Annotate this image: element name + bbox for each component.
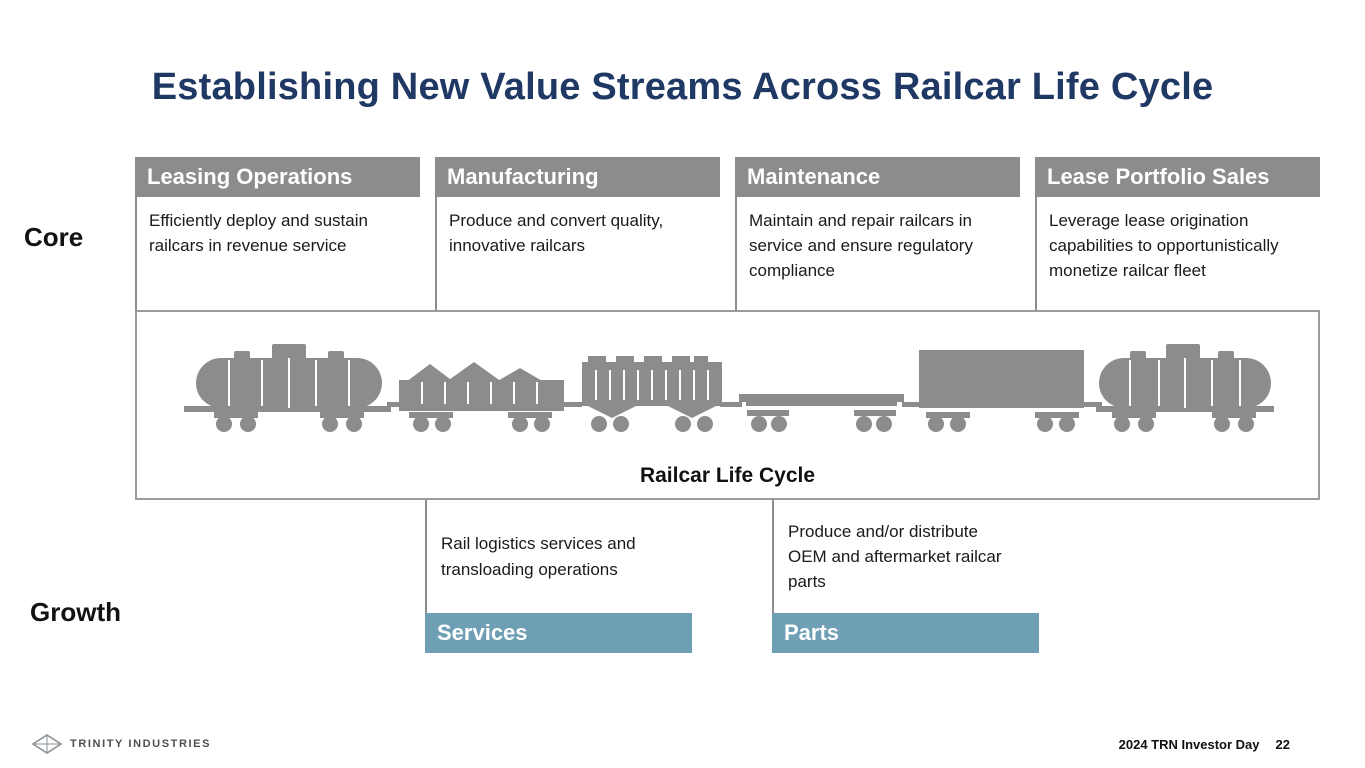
railcar-lifecycle-box: Railcar Life Cycle (135, 310, 1320, 500)
growth-stream-header: Parts (772, 613, 1039, 653)
growth-stream-description-text: Rail logistics services and transloading… (441, 534, 636, 579)
trinity-logo-icon (32, 734, 62, 754)
core-stream-header: Maintenance (735, 157, 1020, 197)
growth-stream-description-text: Produce and/or distribute OEM and afterm… (788, 521, 1002, 592)
flat-car-icon (739, 394, 904, 432)
logo-text: TRINITY INDUSTRIES (70, 738, 212, 750)
slide-title: Establishing New Value Streams Across Ra… (151, 66, 1214, 108)
core-stream-header: Lease Portfolio Sales (1035, 157, 1320, 197)
core-stream-header: Leasing Operations (135, 157, 420, 197)
core-stream-maintenance: Maintenance Maintain and repair railcars… (735, 157, 1020, 310)
footer-event-label: 2024 TRN Investor Day (1118, 737, 1260, 752)
core-stream-leasing-operations: Leasing Operations Efficiently deploy an… (135, 157, 420, 310)
core-streams-row: Leasing Operations Efficiently deploy an… (135, 157, 1320, 310)
coupler-icons (387, 402, 1102, 407)
core-stream-description: Leverage lease origination capabilities … (1035, 197, 1320, 310)
footer-logo: TRINITY INDUSTRIES (32, 734, 211, 754)
core-stream-description: Produce and convert quality, innovative … (435, 197, 720, 310)
growth-stream-description: Produce and/or distribute OEM and afterm… (772, 500, 1039, 613)
page-number: 22 (1275, 737, 1290, 752)
core-stream-lease-portfolio-sales: Lease Portfolio Sales Leverage lease ori… (1035, 157, 1320, 310)
growth-stream-description: Rail logistics services and transloading… (425, 500, 692, 613)
gondola-car-icon (399, 362, 564, 432)
growth-stream-services: Rail logistics services and transloading… (425, 500, 692, 653)
core-stream-header: Manufacturing (435, 157, 720, 197)
core-row-label: Core (24, 222, 84, 252)
footer-meta: 2024 TRN Investor Day 22 (1119, 737, 1290, 752)
train-illustration (184, 344, 1274, 432)
boxcar-icon (919, 350, 1084, 432)
growth-stream-header: Services (425, 613, 692, 653)
growth-stream-parts: Produce and/or distribute OEM and afterm… (772, 500, 1039, 653)
tank-car-icon (184, 344, 391, 432)
hopper-car-icon (582, 356, 722, 432)
core-stream-description: Efficiently deploy and sustain railcars … (135, 197, 420, 310)
growth-row-label: Growth (30, 597, 121, 627)
core-stream-description: Maintain and repair railcars in service … (735, 197, 1020, 310)
lifecycle-label: Railcar Life Cycle (639, 464, 816, 487)
tank-car-icon (1096, 344, 1274, 432)
core-stream-manufacturing: Manufacturing Produce and convert qualit… (435, 157, 720, 310)
